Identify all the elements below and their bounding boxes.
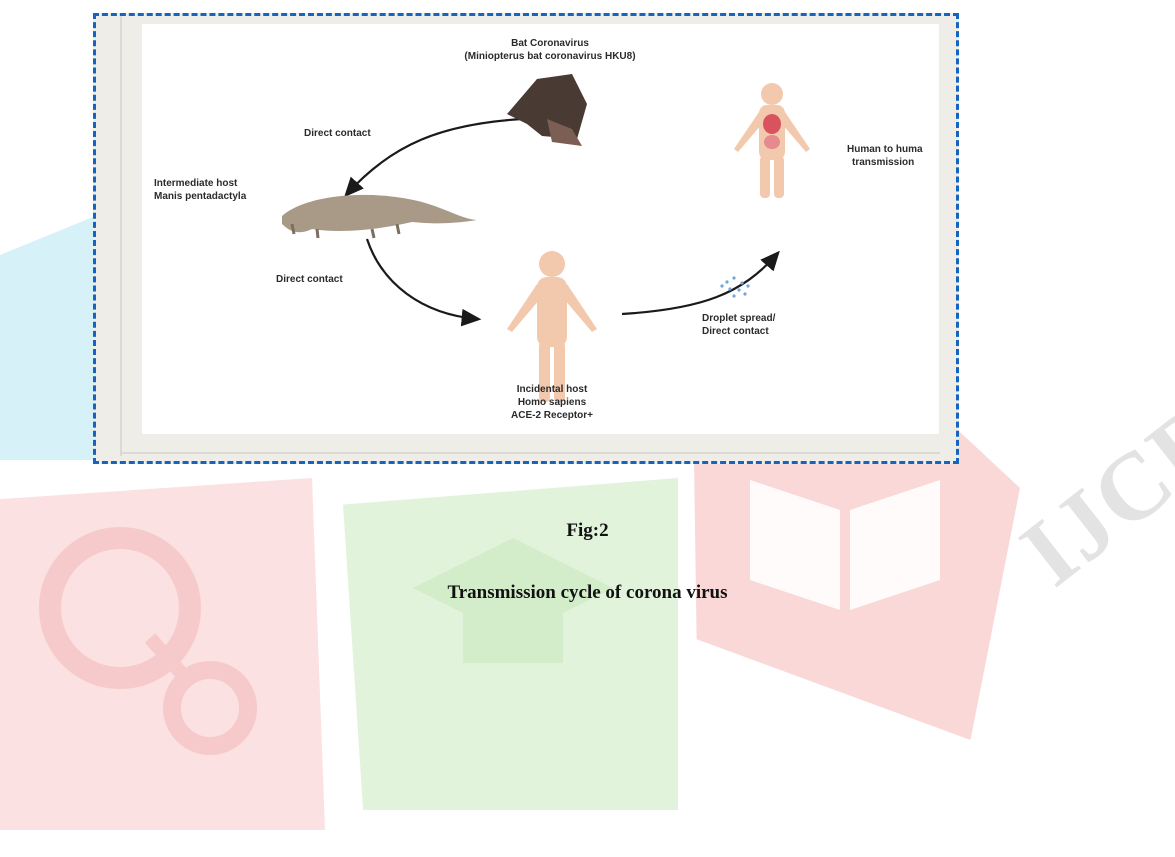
bat-label: (Miniopterus bat coronavirus HKU8) <box>464 51 635 62</box>
figure-frame: Bat Coronavirus (Miniopterus bat coronav… <box>93 13 959 464</box>
bat-icon <box>507 74 587 146</box>
incidental-host-label: Homo sapiens <box>518 397 587 408</box>
arrow-bat-to-pangolin <box>347 119 522 194</box>
human-to-human-label: transmission <box>852 157 914 168</box>
bat-label: Bat Coronavirus <box>511 38 589 49</box>
droplet-label: Droplet spread/ <box>702 313 776 324</box>
human-organs-icon <box>734 83 810 198</box>
contact-label: Direct contact <box>304 128 371 139</box>
pangolin-icon <box>282 195 477 238</box>
watermark-text: IJCRT <box>1000 339 1175 608</box>
human-figure-icon <box>507 251 597 402</box>
figure-image: Bat Coronavirus (Miniopterus bat coronav… <box>142 24 939 434</box>
transmission-diagram: Bat Coronavirus (Miniopterus bat coronav… <box>142 24 939 434</box>
arrow-human-to-human <box>622 254 777 314</box>
figure-divider <box>120 452 940 454</box>
incidental-host-label: ACE-2 Receptor+ <box>511 410 593 421</box>
intermediate-host-label: Manis pentadactyla <box>154 191 247 202</box>
figure-caption: Transmission cycle of corona virus <box>0 582 1175 604</box>
figure-divider <box>120 16 122 456</box>
contact-label: Direct contact <box>276 274 343 285</box>
incidental-host-label: Incidental host <box>517 384 588 395</box>
arrow-pangolin-to-human <box>367 239 477 319</box>
droplet-label: Direct contact <box>702 326 769 337</box>
figure-number: Fig:2 <box>0 520 1175 542</box>
intermediate-host-label: Intermediate host <box>154 178 238 189</box>
human-to-human-label: Human to huma <box>847 144 923 155</box>
